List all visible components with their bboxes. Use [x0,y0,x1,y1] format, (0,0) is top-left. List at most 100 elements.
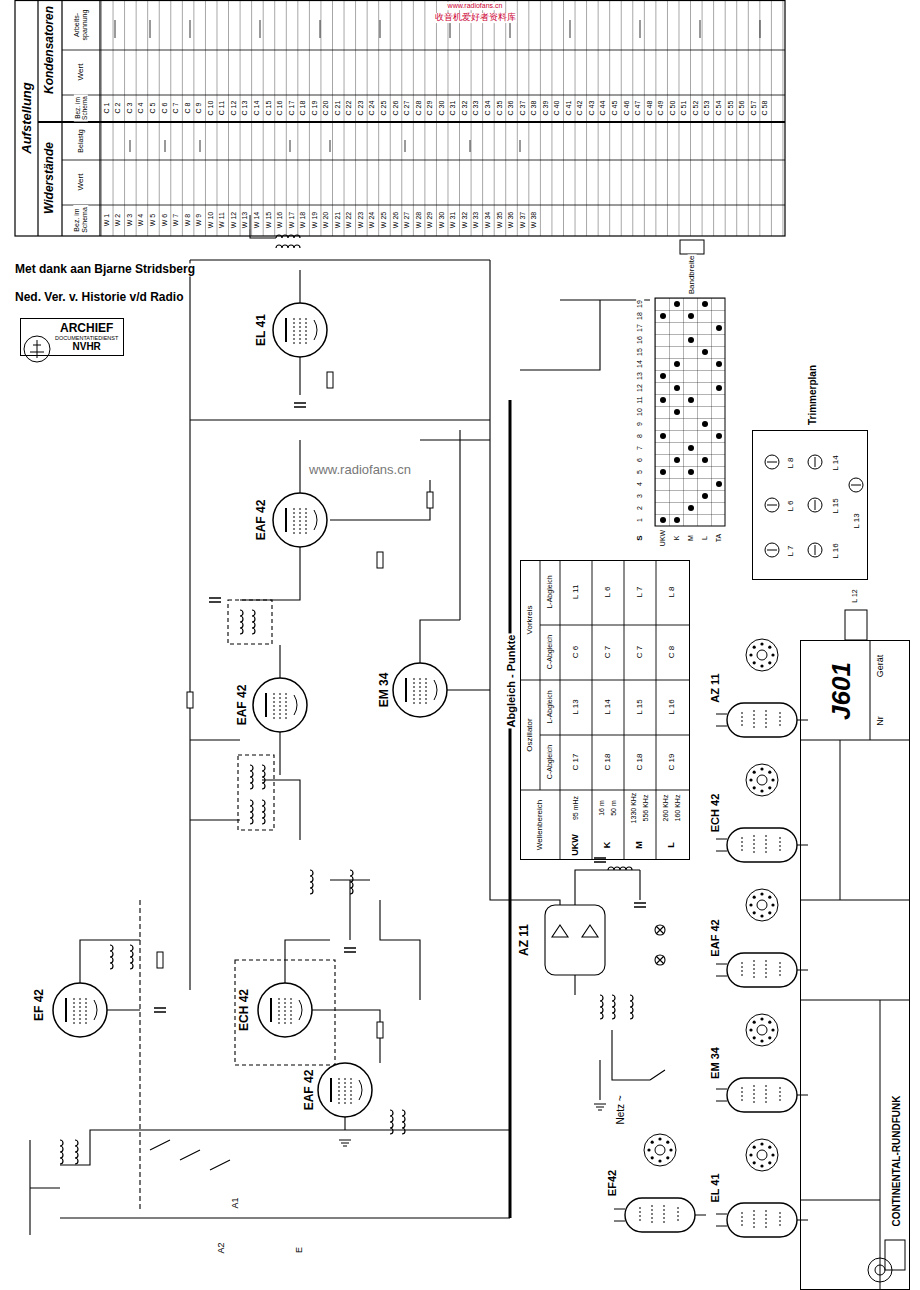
label-text: C 41 [565,100,573,117]
coils-part [390,1110,393,1134]
pin-diagrams-part [746,639,778,671]
pin-diagrams-part [716,703,808,737]
label-text: C 52 [692,100,700,117]
label-text: 10 [636,407,644,417]
wiring-part [80,940,380,1130]
parts-table-part [130,140,520,152]
label-text: L 16 [668,698,677,715]
label-text: C 11 [218,100,226,116]
wiring-part [655,955,665,965]
switch-diagram-part-part [674,409,680,415]
pin-diagrams-part [614,1198,706,1232]
label-text: L 13 [572,698,581,715]
switch-diagram-part-part [716,325,722,331]
label-text: C 2 [115,102,123,115]
pin-diagrams-part [746,1139,778,1171]
label-text: 13 [636,371,644,381]
label-text: 3 [636,493,644,499]
label-text: 17 [636,323,644,333]
label-text: Belastg [77,128,85,153]
components-part [634,903,646,907]
trimmer-positions-part [845,610,867,640]
trimmer-positions-part [808,455,822,469]
switch-diagram-part-part [674,517,680,523]
node-text: CONTINENTAL-RUNDFUNK [891,1095,902,1228]
switch-diagram-part-part [716,481,722,487]
label-text: EF 42 [33,988,46,1022]
label-text: C 23 [357,100,365,117]
label-text: 16 m [598,799,606,817]
label-text: C 42 [577,100,585,117]
label-text: Wert [77,63,86,82]
label-text: C 53 [704,100,712,117]
label-text: W 13 [242,211,250,229]
label-text: C 29 [426,100,434,117]
trimmer-positions-part [767,462,777,463]
label-text: Netz ~ [615,1094,626,1125]
label-text: W 11 [218,211,226,229]
label-text: 18 [636,311,644,321]
label-text: A1 [231,1196,241,1209]
coils-part [60,1140,63,1164]
label-text: C 40 [553,100,561,117]
parts-table-part [101,0,785,236]
label-text: 260 KHz [662,794,670,823]
wiring-part [60,1130,510,1218]
coils-part [240,610,243,634]
label-text: W 7 [172,213,180,227]
label-text: C 27 [403,100,411,117]
label-text: 收音机爱好者资料库 [434,13,517,23]
label-text: C 17 [288,100,296,117]
label-text: 1 [636,517,644,523]
title-block-lines-part [800,640,910,1290]
label-text: EAF 42 [236,684,249,727]
label-text: 9 [636,421,644,427]
label-text: W 24 [369,211,377,229]
label-text: Vorkreis [526,605,535,636]
label-text: C 12 [230,100,238,117]
coils-part [252,610,255,634]
label-text: EL 41 [709,1172,721,1203]
label-text: Bandbreite [688,255,697,296]
label-text: EM 34 [709,1046,721,1080]
switch-diagram-part-part [688,337,694,343]
label-text: UKW [659,529,667,547]
components-part [377,1022,383,1038]
label-text: W 18 [299,211,307,229]
wiring-part [190,260,560,990]
label-text: Met dank aan Bjarne Stridsberg [14,263,196,276]
label-text: C 6 [161,102,169,115]
switch-diagram-part-part [702,493,708,499]
trimmer-positions-part [808,498,822,512]
label-text: W 36 [507,211,515,229]
label-text: Widerstände [43,141,56,215]
label-text: L 12 [851,588,859,603]
label-text: A2 [217,1241,227,1254]
trimmer-positions [765,455,867,640]
components-part [594,858,606,862]
label-text: L 6 [604,586,613,599]
trimmer-positions-part [767,505,777,506]
label-text: EM 34 [378,672,391,709]
label-text: L-Abgleich [546,689,554,724]
wiring-part [545,905,605,975]
label-text: L-Abgleich [546,574,554,609]
coils-part [608,867,632,870]
label-text: 14 [636,359,644,369]
node-text: Nr [876,715,886,727]
switch-diagram-part-part [674,301,680,307]
wiring-part [228,600,272,644]
parts-table-part [38,121,785,123]
wiring-part [552,925,598,937]
label-text: W 5 [149,213,157,227]
label-text: C 26 [392,100,400,117]
coils-part [75,1140,78,1164]
pin-diagrams-part [716,828,808,862]
switch-diagram-part-part [702,421,708,427]
label-text: K [603,841,613,850]
label-text: W 31 [449,211,457,229]
label-text: W 25 [380,211,388,229]
